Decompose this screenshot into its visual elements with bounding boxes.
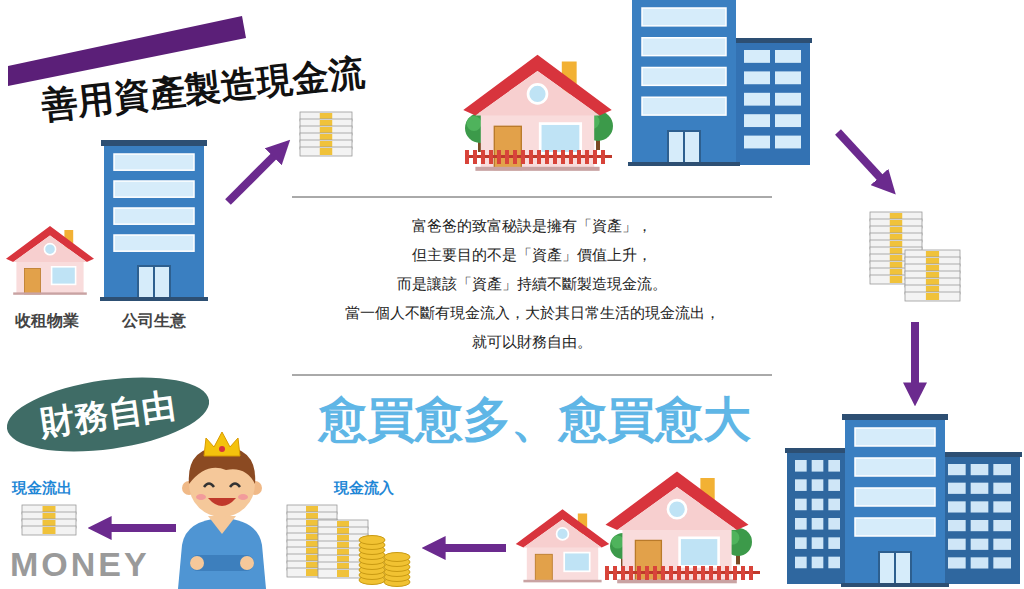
cash-stack xyxy=(300,112,352,156)
flow-arrow xyxy=(228,150,280,202)
house-icon xyxy=(516,509,610,582)
badge-ellipse xyxy=(2,366,214,463)
flow-arrow xyxy=(911,322,919,392)
house-icon xyxy=(463,55,612,171)
office-building xyxy=(100,140,208,301)
label-slot: 公司生意 xyxy=(104,310,204,332)
cash-caption: 現金流入 xyxy=(334,478,394,498)
icon-caption: 公司生意 xyxy=(104,310,204,332)
cash-stack xyxy=(905,250,960,301)
label-slot: 收租物業 xyxy=(0,310,94,332)
slogan-text: 愈買愈多、愈買愈大 xyxy=(290,390,780,448)
house-icon xyxy=(606,472,749,584)
flow-arrow xyxy=(838,132,886,184)
icon-caption: 收租物業 xyxy=(0,310,94,332)
office-building xyxy=(628,0,740,166)
cash-caption: 現金流出 xyxy=(12,478,72,498)
cash-stack xyxy=(22,505,76,535)
house-icon xyxy=(6,226,94,295)
watermark: MONEY xyxy=(10,547,150,581)
happy-man xyxy=(178,432,266,589)
side-building xyxy=(938,452,1022,584)
coin-stack xyxy=(359,536,385,585)
fence-icon xyxy=(465,150,612,164)
office-building xyxy=(841,414,949,587)
label-slot: 愈買愈多、愈買愈大 xyxy=(290,390,780,448)
label-slot: 富爸爸的致富秘訣是擁有「資產」， 但主要目的不是「資產」價值上升， 而是讓該「資… xyxy=(322,212,742,357)
fence-icon xyxy=(605,566,760,580)
body-paragraph: 富爸爸的致富秘訣是擁有「資產」， 但主要目的不是「資產」價值上升， 而是讓該「資… xyxy=(322,212,742,357)
coin-stack xyxy=(384,553,410,587)
flow-arrow xyxy=(102,524,176,532)
divider-line xyxy=(292,197,772,198)
status-badge: 財務自由 xyxy=(1,365,215,464)
flow-arrow xyxy=(436,544,506,552)
label-slot: 現金流入 xyxy=(334,478,394,498)
side-building xyxy=(734,38,812,165)
divider-line xyxy=(292,375,772,376)
label-slot: 現金流出 xyxy=(12,478,72,498)
side-building xyxy=(785,448,851,584)
label-slot: MONEY xyxy=(10,547,150,581)
